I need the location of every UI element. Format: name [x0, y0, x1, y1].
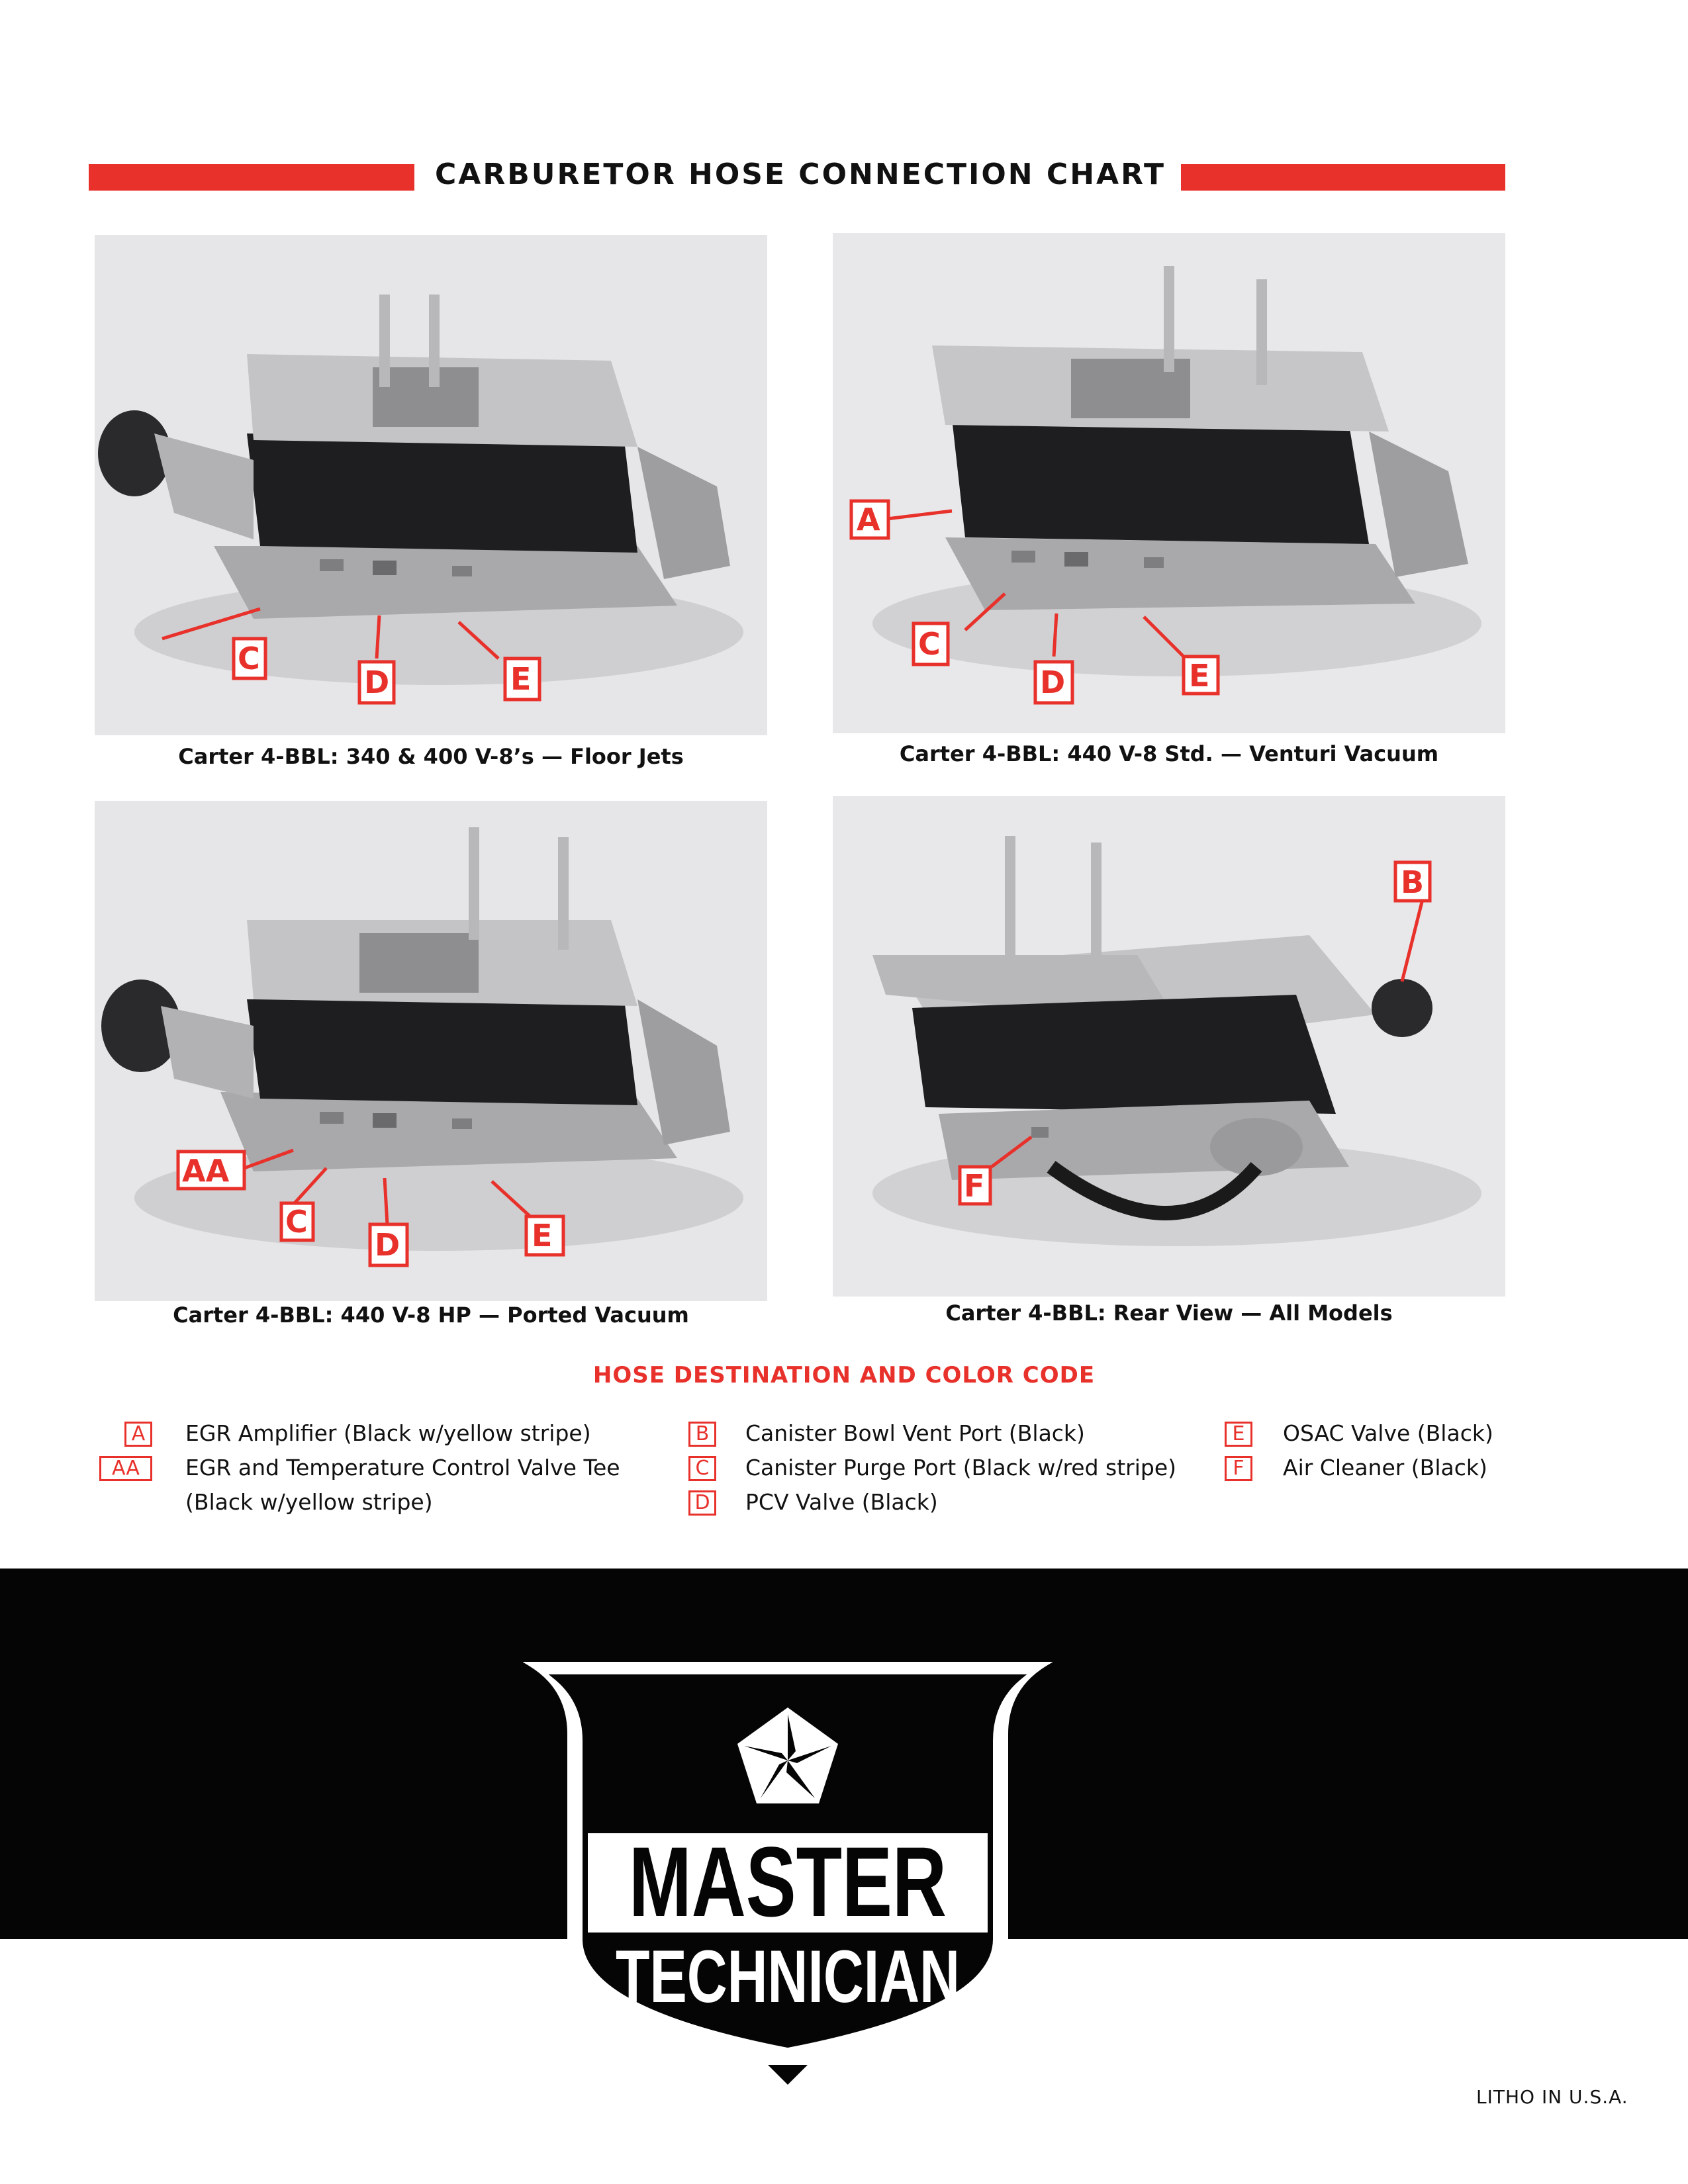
code-badge-a: A: [124, 1422, 152, 1447]
legend-text: Canister Purge Port (Black w/red stripe): [745, 1455, 1177, 1480]
legend-item: A EGR Amplifier (Black w/yellow stripe): [99, 1416, 669, 1451]
header-rule-right: [1181, 164, 1505, 191]
legend-column-2: B Canister Bowl Vent Port (Black) C Cani…: [688, 1416, 1218, 1520]
svg-text:C: C: [285, 1204, 308, 1240]
svg-text:D: D: [364, 664, 389, 700]
legend-item: E OSAC Valve (Black): [1225, 1416, 1622, 1451]
carburetor-illustration: C D E: [95, 235, 767, 735]
legend-item: C Canister Purge Port (Black w/red strip…: [688, 1451, 1218, 1485]
svg-text:D: D: [1040, 664, 1065, 700]
callout-f: [958, 1165, 992, 1206]
pentastar-icon: [737, 1707, 838, 1803]
svg-text:F: F: [964, 1168, 984, 1204]
svg-text:E: E: [510, 661, 531, 697]
legend-text: Air Cleaner (Black): [1283, 1455, 1487, 1480]
code-badge-aa: AA: [99, 1456, 152, 1481]
carburetor-photo-floor-jets: C D E: [95, 235, 767, 735]
callout-c: [232, 637, 267, 680]
callout-e: [524, 1214, 565, 1257]
callout-e: [1182, 655, 1220, 696]
callout-c: [912, 621, 950, 666]
svg-text:AA: AA: [182, 1153, 230, 1189]
callout-a: [849, 499, 890, 540]
legend-title: HOSE DESTINATION AND COLOR CODE: [592, 1362, 1096, 1388]
emblem-technician-text: TECHNICIAN: [616, 1935, 960, 2018]
callout-c: [279, 1201, 315, 1242]
code-badge-f: F: [1225, 1456, 1252, 1481]
code-badge-d: D: [688, 1490, 716, 1516]
header-rule-left: [89, 164, 414, 191]
callout-d: [357, 660, 396, 705]
legend-item: AA EGR and Temperature Control Valve Tee: [99, 1451, 669, 1485]
callout-d: [1033, 660, 1074, 705]
carburetor-illustration: A C D E: [833, 233, 1505, 733]
svg-text:B: B: [1401, 864, 1424, 900]
legend-text: PCV Valve (Black): [745, 1489, 938, 1515]
svg-text:C: C: [238, 641, 260, 676]
callout-b: [1393, 860, 1432, 903]
legend-text: EGR and Temperature Control Valve Tee: [185, 1455, 620, 1480]
carburetor-photo-ported-vacuum: AA C D E: [95, 801, 767, 1301]
emblem-master-text: MASTER: [629, 1826, 947, 1937]
code-badge-e: E: [1225, 1422, 1252, 1447]
svg-text:E: E: [532, 1218, 552, 1253]
legend-text: (Black w/yellow stripe): [185, 1489, 433, 1515]
callout-e: [503, 657, 541, 702]
code-badge-c: C: [688, 1456, 716, 1481]
legend-text: OSAC Valve (Black): [1283, 1420, 1493, 1446]
chart-header: CARBURETOR HOSE CONNECTION CHART: [89, 156, 1505, 193]
callout-d: [368, 1222, 409, 1267]
svg-text:E: E: [1189, 658, 1209, 694]
svg-text:A: A: [857, 502, 880, 537]
caption-venturi-vacuum: Carter 4-BBL: 440 V-8 Std. — Venturi Vac…: [899, 741, 1439, 766]
legend-column-1: A EGR Amplifier (Black w/yellow stripe) …: [99, 1416, 669, 1520]
carburetor-illustration: AA C D E: [95, 801, 767, 1301]
caption-ported-vacuum: Carter 4-BBL: 440 V-8 HP — Ported Vacuum: [173, 1302, 689, 1328]
litho-imprint: LITHO IN U.S.A.: [1476, 2086, 1628, 2108]
svg-text:C: C: [918, 626, 941, 662]
carburetor-illustration: B F: [833, 796, 1505, 1297]
svg-text:D: D: [375, 1227, 400, 1263]
legend-item: (Black w/yellow stripe): [99, 1485, 669, 1520]
callout-aa: [176, 1150, 246, 1191]
legend-text: EGR Amplifier (Black w/yellow stripe): [185, 1420, 591, 1446]
legend-text: Canister Bowl Vent Port (Black): [745, 1420, 1085, 1446]
carburetor-photo-rear-view: B F: [833, 796, 1505, 1297]
code-badge-b: B: [688, 1422, 716, 1447]
caption-floor-jets: Carter 4-BBL: 340 & 400 V-8’s — Floor Je…: [178, 744, 684, 769]
carburetor-photo-venturi-vacuum: A C D E: [833, 233, 1505, 733]
legend-item: B Canister Bowl Vent Port (Black): [688, 1416, 1218, 1451]
legend-item: D PCV Valve (Black): [688, 1485, 1218, 1520]
legend-item: F Air Cleaner (Black): [1225, 1451, 1622, 1485]
page-title: CARBURETOR HOSE CONNECTION CHART: [434, 158, 1166, 191]
caption-rear-view: Carter 4-BBL: Rear View — All Models: [945, 1300, 1393, 1326]
legend-column-3: E OSAC Valve (Black) F Air Cleaner (Blac…: [1225, 1416, 1622, 1485]
master-technician-emblem: MASTER TECHNICIAN: [523, 1662, 1053, 2085]
